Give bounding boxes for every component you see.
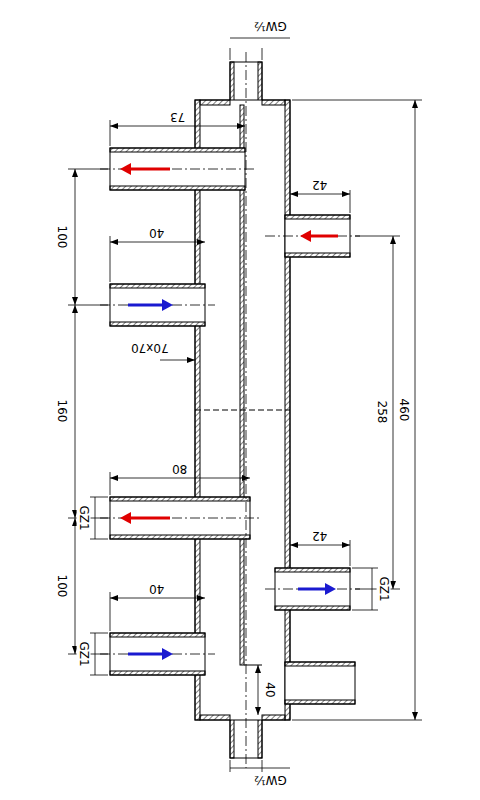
dimension-label: GW½ (252, 773, 289, 787)
dimension-label: GZ1 (77, 503, 91, 532)
dimension-label: GZ1 (377, 574, 391, 603)
dimension-label: 42 (310, 178, 329, 192)
dimension-label: 40 (263, 680, 277, 699)
dimension-label: 460 (397, 397, 411, 424)
dimension-label: 258 (375, 399, 389, 426)
dimension-label: 40 (147, 226, 166, 240)
dimension-label: GW½ (252, 19, 289, 33)
dimension-label: 70x70 (129, 341, 171, 355)
dimension-label: GZ1 (77, 639, 91, 668)
dimension-label: 40 (147, 582, 166, 596)
dimension-label: 73 (168, 110, 187, 124)
dimension-label: 160 (55, 398, 69, 425)
dimension-label: 100 (55, 573, 69, 600)
dimension-label: 42 (310, 529, 329, 543)
dimension-label: 100 (55, 224, 69, 251)
dimension-label: 80 (170, 462, 189, 476)
